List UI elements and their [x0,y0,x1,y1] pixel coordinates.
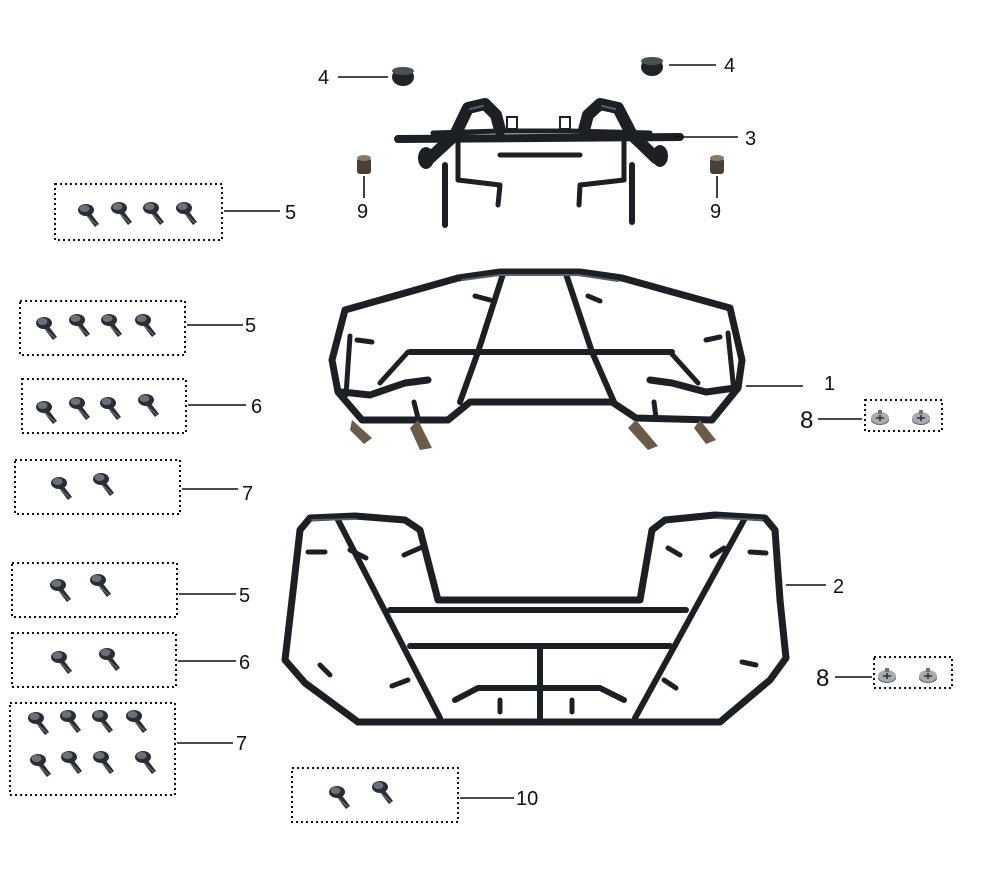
callout-4-left: 4 [318,67,329,89]
leader-lines [177,64,872,799]
callout-1: 1 [824,373,835,395]
kit-box-6-front [11,632,177,688]
grommet-right [641,57,663,76]
callout-5-rear: 5 [245,315,256,337]
kit-box-6-rear [21,378,187,434]
rear-rack [328,268,746,450]
kit-box-7-rear [14,459,181,515]
spacer-right [710,155,724,174]
callout-8-front: 8 [816,665,829,692]
callout-10: 10 [516,788,538,810]
kit-box-8-front [873,656,953,689]
callout-3: 3 [745,128,756,150]
spacer-left [357,155,371,174]
kit-box-5-top [54,183,223,241]
kit-box-8-rear [864,399,943,432]
callout-2: 2 [833,576,844,598]
callout-7-front: 7 [236,733,247,755]
rack-support-bracket [394,98,684,228]
kit-box-5-front [11,562,178,618]
grommet-left [392,67,414,86]
callout-5-front: 5 [239,585,250,607]
callout-6-front: 6 [239,652,250,674]
callout-6-rear: 6 [251,396,262,418]
callout-9-left: 9 [357,201,368,223]
callout-5-top: 5 [285,202,296,224]
callout-8-rear: 8 [800,407,813,434]
callout-9-right: 9 [710,201,721,223]
front-rack [281,511,790,726]
callout-7-rear: 7 [242,483,253,505]
kit-box-7-front [9,702,176,796]
kit-box-5-rear [19,300,186,356]
kit-box-10 [291,767,459,823]
callout-4-right: 4 [724,55,735,77]
